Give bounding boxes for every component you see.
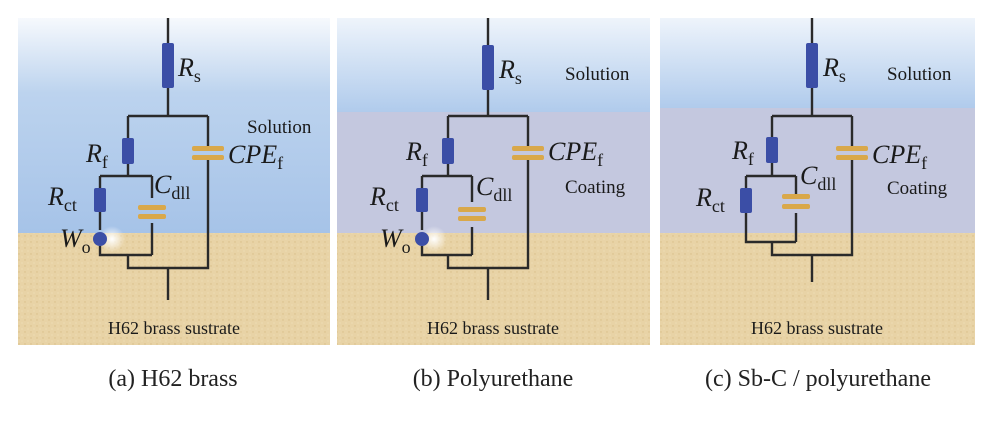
caption-panel-b: (b) Polyurethane — [412, 366, 574, 392]
panel-a: Rs Rf CPEf Rct Cdll Wo Solution H62 bras… — [18, 18, 330, 345]
substrate-region-b — [337, 233, 650, 345]
label-rf-b: Rf — [405, 137, 428, 170]
label-wo-a: Wo — [60, 224, 91, 257]
substrate-region-c — [660, 233, 975, 345]
warburg-glow-a — [99, 226, 125, 252]
label-cdll-c: Cdll — [800, 161, 836, 194]
label-rct-b: Rct — [369, 182, 399, 215]
capacitor-cpef-b — [512, 146, 544, 160]
warburg-element-b — [415, 232, 429, 246]
label-rs-b: Rs — [498, 55, 522, 88]
substrate-label-b: H62 brass sustrate — [427, 318, 559, 338]
coating-label-c: Coating — [887, 178, 948, 199]
caption-panel-c: (c) Sb-C / polyurethane — [705, 366, 931, 392]
wires-b — [420, 18, 530, 300]
label-rf-c: Rf — [731, 136, 754, 169]
capacitor-cpef-a — [192, 146, 224, 160]
panel-b: Rs Rf CPEf Rct Cdll Wo Solution Coating … — [337, 18, 650, 345]
resistor-rct-c — [740, 188, 752, 213]
solution-label-a: Solution — [247, 117, 312, 138]
capacitor-cpef-c — [836, 146, 868, 160]
capacitor-cdll-c — [782, 194, 810, 209]
caption-panel-a: (a) H62 brass — [108, 366, 238, 392]
resistor-rct-b — [416, 188, 428, 212]
label-rf-a: Rf — [85, 139, 108, 172]
substrate-label-a: H62 brass sustrate — [108, 318, 240, 338]
wires-c — [744, 18, 854, 282]
coating-region-c — [660, 108, 975, 233]
label-cpef-b: CPEf — [548, 137, 603, 170]
solution-label-b: Solution — [565, 64, 630, 85]
label-cpef-a: CPEf — [228, 140, 283, 173]
substrate-label-c: H62 brass sustrate — [751, 318, 883, 338]
label-rct-a: Rct — [47, 182, 77, 215]
capacitor-cdll-b — [458, 207, 486, 221]
warburg-element-a — [93, 232, 107, 246]
label-cdll-a: Cdll — [154, 170, 190, 203]
label-cdll-b: Cdll — [476, 172, 512, 205]
resistor-rs-b — [482, 45, 494, 90]
resistor-rf-b — [442, 138, 454, 164]
label-rs-a: Rs — [177, 53, 201, 86]
substrate-region-a — [18, 233, 330, 345]
resistor-rct-a — [94, 188, 106, 212]
wires-a — [98, 18, 210, 300]
label-rct-c: Rct — [695, 183, 725, 216]
solution-label-c: Solution — [887, 64, 952, 85]
capacitor-cdll-a — [138, 205, 166, 219]
resistor-rs-a — [162, 43, 174, 88]
coating-label-b: Coating — [565, 177, 626, 198]
coating-region-b — [337, 112, 650, 233]
label-rs-c: Rs — [822, 53, 846, 86]
resistor-rs-c — [806, 43, 818, 88]
label-wo-b: Wo — [380, 224, 411, 257]
panel-c: Rs Rf CPEf Rct Cdll Solution Coating H62… — [660, 18, 975, 345]
resistor-rf-a — [122, 138, 134, 164]
warburg-glow-b — [421, 226, 447, 252]
label-cpef-c: CPEf — [872, 140, 927, 173]
resistor-rf-c — [766, 137, 778, 163]
